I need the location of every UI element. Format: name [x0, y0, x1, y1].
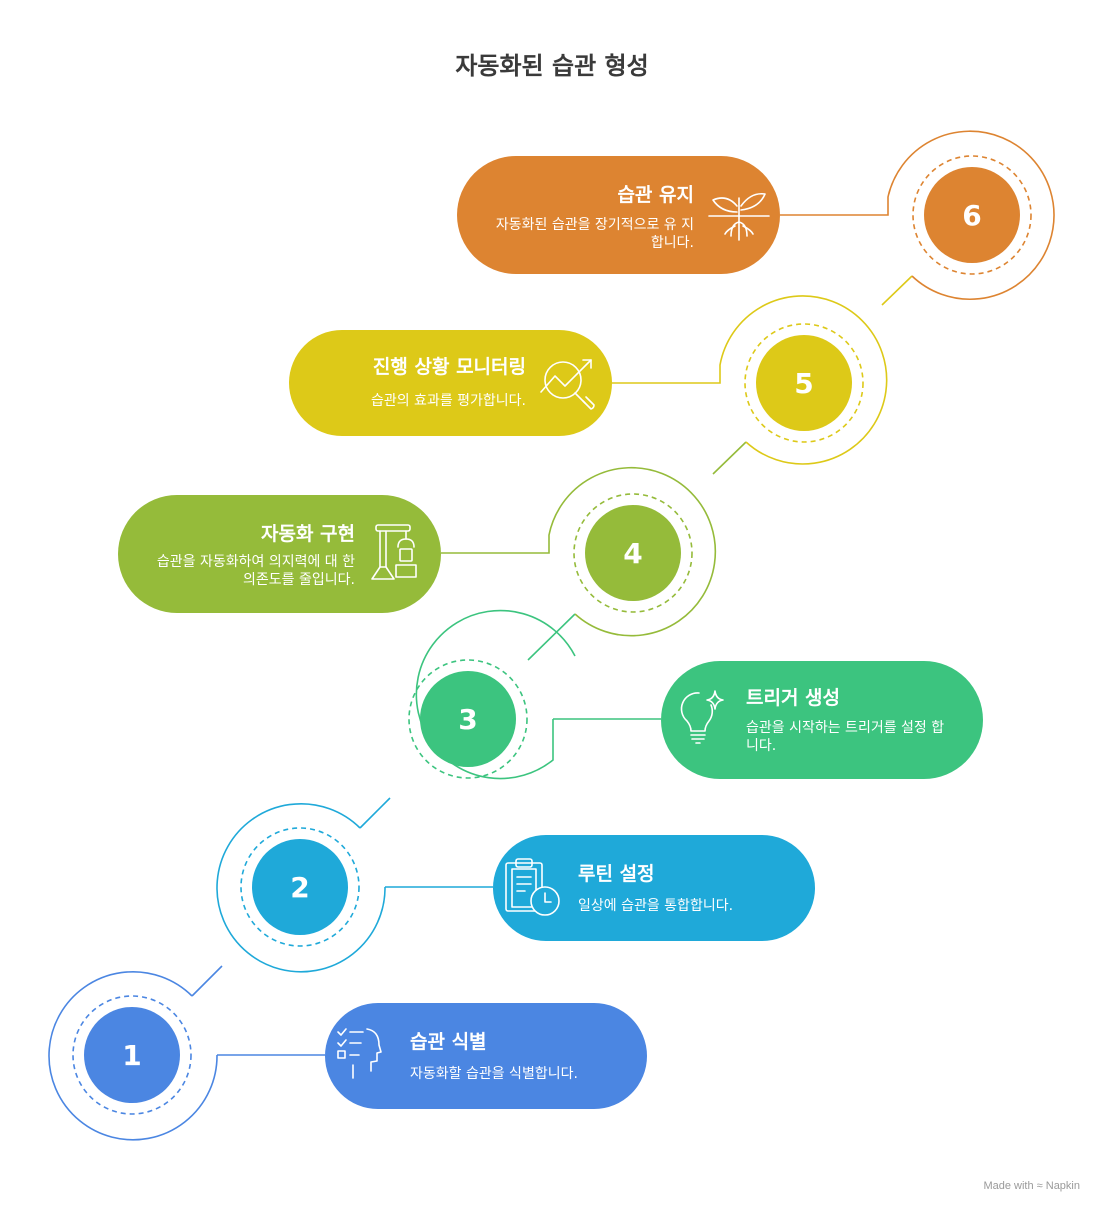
step-2-card: 루틴 설정 일상에 습관을 통합합니다. [493, 835, 815, 941]
magnifier-trend-icon [540, 359, 595, 410]
step-4-circle: 4 [441, 466, 717, 637]
step-3-card: 트리거 생성 습관을 시작하는 트리거를 설정 합니다. [661, 661, 983, 779]
step-4-card: 자동화 구현 습관을 자동화하여 의지력에 대 한 의존도를 줄입니다. [118, 495, 441, 613]
step-number: 6 [962, 199, 981, 232]
step-5-title: 진행 상황 모니터링 [372, 356, 526, 378]
step-5-desc: 습관의 효과를 평가합니다. [370, 393, 526, 409]
step-5-circle: 5 [612, 295, 888, 465]
step-6-card: 습관 유지 자동화된 습관을 장기적으로 유 지합니다. [457, 156, 780, 274]
lightbulb-sparkle-icon [680, 690, 724, 744]
step-4-desc: 습관을 자동화하여 의지력에 대 한 의존도를 줄입니다. [156, 554, 355, 588]
page-title: 자동화된 습관 형성 [455, 52, 649, 80]
step-6-title: 습관 유지 [617, 184, 694, 206]
step-number: 2 [290, 871, 309, 904]
footer-brand: Napkin [1045, 1180, 1080, 1192]
step-3-desc: 습관을 시작하는 트리거를 설정 합니다. [746, 720, 945, 754]
step-3-circle: 3 [408, 609, 661, 780]
step-6-circle: 6 [780, 130, 1055, 300]
checklist-head-icon [337, 1028, 382, 1079]
sprout-icon [708, 192, 770, 241]
step-number: 5 [794, 367, 813, 400]
step-2-circle: 2 [216, 803, 493, 973]
step-1-circle: 1 [48, 971, 325, 1141]
step-4-title: 자동화 구현 [260, 523, 355, 545]
step-1-title: 습관 식별 [410, 1031, 487, 1053]
step-1-card: 습관 식별 자동화할 습관을 식별합니다. [325, 1003, 647, 1109]
step-number: 3 [458, 703, 477, 736]
step-2-title: 루틴 설정 [578, 863, 655, 885]
step-number: 1 [122, 1039, 141, 1072]
clipboard-clock-icon [505, 858, 560, 916]
napkin-logo-icon: ≈ [1036, 1180, 1043, 1192]
step-6-desc: 자동화된 습관을 장기적으로 유 지합니다. [495, 217, 694, 251]
step-1-desc: 자동화할 습관을 식별합니다. [410, 1066, 578, 1082]
step-number: 4 [623, 537, 642, 570]
footer-made-with: Made with [983, 1180, 1034, 1192]
step-5-card: 진행 상황 모니터링 습관의 효과를 평가합니다. [289, 330, 612, 436]
robot-arm-icon [371, 524, 417, 580]
footer-attribution: Made with ≈ Napkin [983, 1180, 1080, 1192]
step-2-desc: 일상에 습관을 통합합니다. [578, 898, 734, 914]
step-3-title: 트리거 생성 [746, 687, 841, 709]
